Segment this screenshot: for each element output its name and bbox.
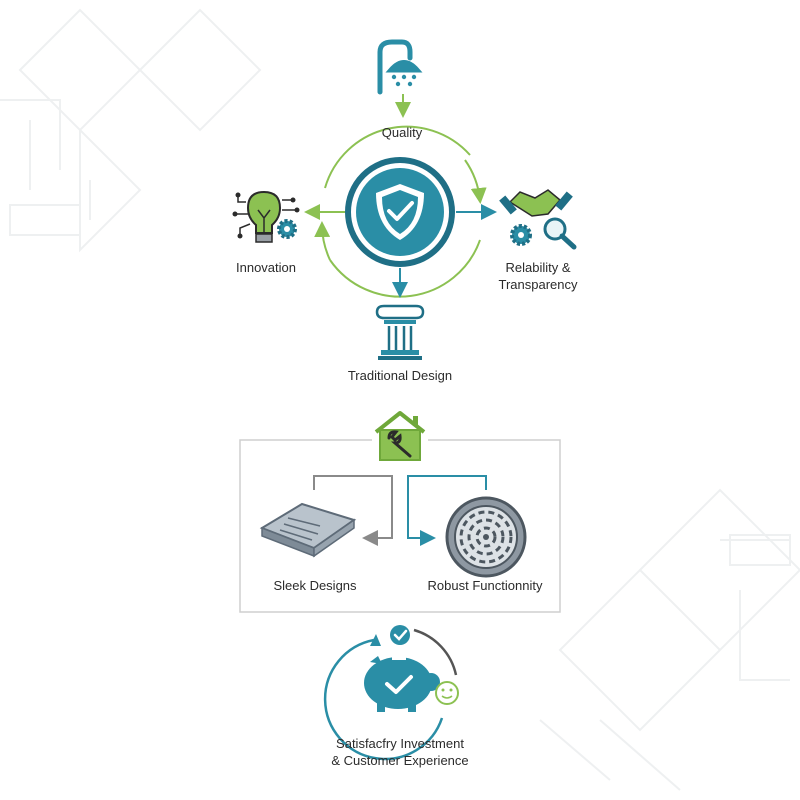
cycle-ring (314, 125, 487, 298)
piggy-bank-check-icon (323, 625, 459, 761)
tile-panel-icon (259, 502, 357, 558)
label-satisfactory-line1: Satisfacfry Investment (336, 736, 464, 751)
label-reliability-line1: Relability & (505, 260, 571, 275)
label-quality: Quality (381, 125, 423, 140)
label-reliability: Relability & Transparency (478, 259, 598, 293)
shield-check-icon (345, 157, 455, 267)
house-wrench-icon (374, 411, 426, 461)
handshake-magnifier-icon (499, 189, 577, 250)
lightbulb-gear-icon (232, 190, 300, 243)
label-sleek-designs: Sleek Designs (273, 578, 357, 593)
label-reliability-line2: Transparency (498, 277, 578, 292)
label-robust-functionality: Robust Functionnity (427, 578, 543, 593)
label-traditional-design: Traditional Design (347, 368, 453, 383)
drain-grate-icon (445, 496, 527, 578)
shower-icon (377, 39, 423, 95)
arrow-to-sleek (313, 475, 393, 546)
pillar-icon (375, 304, 425, 360)
label-innovation: Innovation (236, 260, 296, 275)
label-satisfactory-line2: & Customer Experience (331, 753, 469, 768)
section-frame (239, 439, 561, 613)
arrow-to-robust (407, 475, 487, 546)
label-satisfactory-investment: Satisfacfry Investment & Customer Experi… (310, 735, 490, 769)
